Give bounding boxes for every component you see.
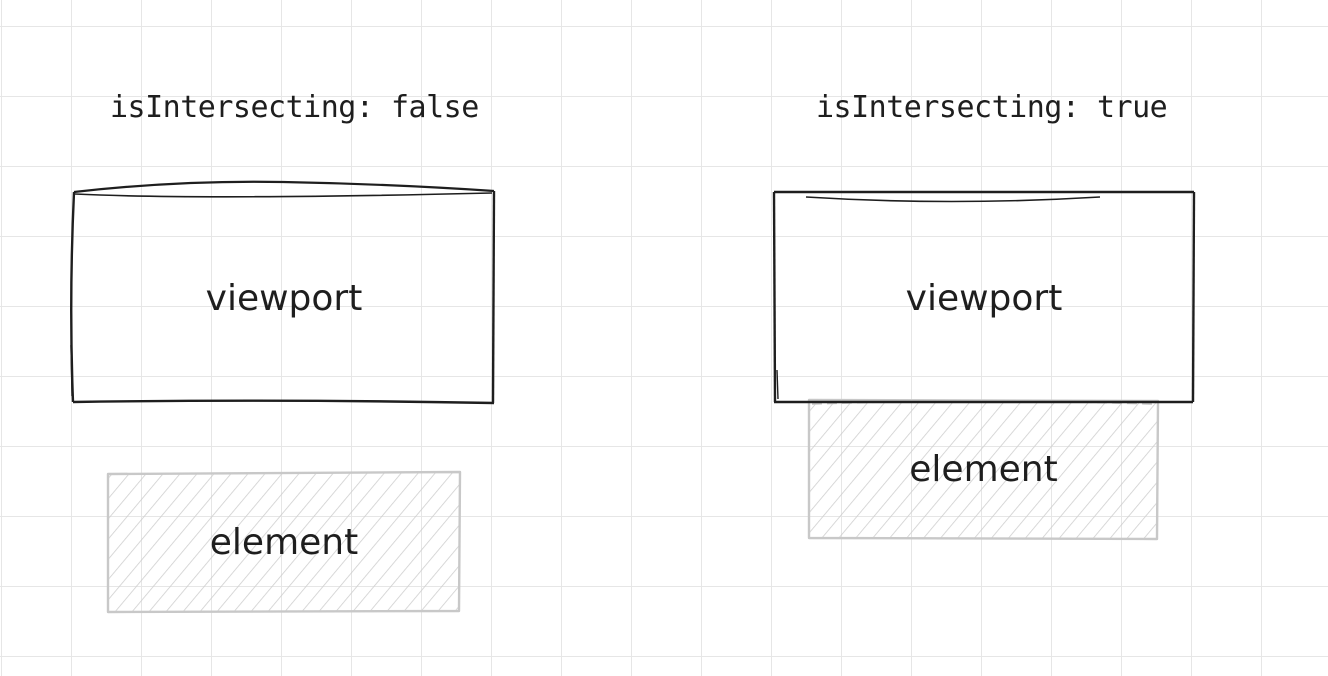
left-viewport-box: [70, 180, 496, 405]
right-element-box: [807, 398, 1160, 541]
right-element-label: element: [909, 449, 1058, 490]
left-element-box: [106, 470, 462, 614]
left-viewport-label: viewport: [205, 278, 363, 319]
right-status-label: isIntersecting: true: [816, 90, 1168, 125]
left-element-label: element: [209, 522, 359, 563]
left-status-label: isIntersecting: false: [110, 90, 479, 125]
right-viewport-label: viewport: [905, 278, 1063, 319]
right-viewport-box: [772, 190, 1196, 404]
